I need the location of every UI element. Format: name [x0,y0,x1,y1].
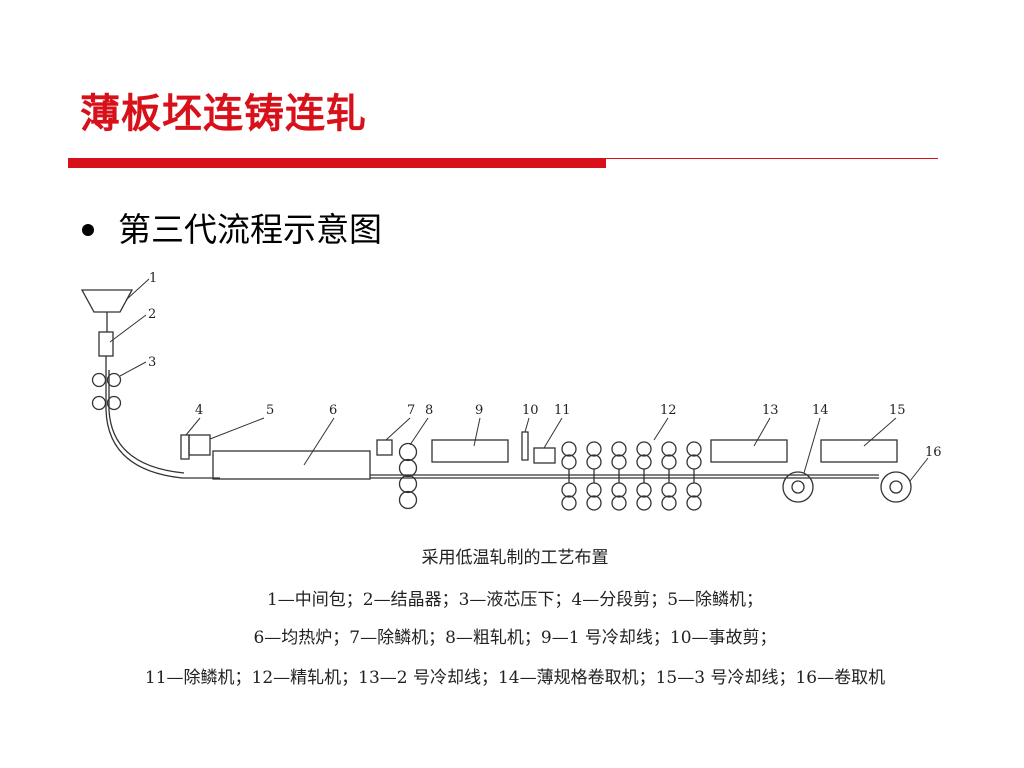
legend-line-3: 11—除鳞机；12—精轧机；13—2 号冷却线；14—薄规格卷取机；15—3 号… [144,668,886,688]
cooling-line-3-shape [820,439,898,463]
label-10: 10 [522,403,539,418]
strand-curve [105,368,220,479]
soft-reduction-roll [91,372,107,388]
descaler-3-shape [533,447,556,464]
finishing-mill-group [561,441,702,511]
process-flow-diagram: 1 2 3 4 5 6 7 8 9 10 11 12 13 14 15 16 [80,271,942,511]
label-2: 2 [148,307,156,322]
bullet-dot-icon [82,224,94,236]
diagram-caption-title: 采用低温轧制的工艺布置 [421,548,609,568]
roughing-mill-roll [398,442,418,462]
label-4: 4 [195,403,203,418]
label-9: 9 [475,403,483,418]
bullet-text: 第三代流程示意图 [118,210,382,249]
cooling-line-2-shape [710,439,788,463]
coiler-outer [880,471,912,503]
slide-title: 薄板坯连铸连轧 [80,91,367,137]
label-5: 5 [266,403,274,418]
thin-coiler-inner [791,480,805,494]
emergency-shear-shape [521,431,529,461]
soft-reduction-roll [91,395,107,411]
label-8: 8 [425,403,433,418]
legend-line-2: 6—均热炉；7—除鳞机；8—粗轧机；9—1 号冷却线；10—事故剪； [253,628,777,648]
soft-reduction-roll [106,395,122,411]
label-7: 7 [407,403,415,418]
title-underline-thin [606,158,938,159]
tundish-shape [80,289,134,313]
legend-line-1: 1—中间包；2—结晶器；3—液芯压下；4—分段剪；5—除鳞机； [266,590,764,610]
segment-shear-shape [180,434,190,460]
thin-coiler-outer [782,471,814,503]
coiler-inner [889,480,903,494]
label-13: 13 [762,403,779,418]
mould-shape [98,331,114,357]
soft-reduction-roll [106,372,122,388]
strand-curve-inner [108,370,185,474]
label-12: 12 [660,403,677,418]
soaking-furnace-shape [212,450,371,480]
label-16: 16 [925,445,942,460]
descaler-2-shape [376,439,393,456]
label-3: 3 [148,355,156,370]
roughing-mill-roll [398,474,418,494]
label-6: 6 [329,403,337,418]
title-underline-thick [68,158,606,168]
label-14: 14 [812,403,829,418]
label-15: 15 [889,403,906,418]
label-1: 1 [149,271,157,286]
leader-lines [109,278,929,482]
descaler-1-shape [188,434,211,456]
roughing-mill-roll [398,458,418,478]
cooling-line-1-shape [431,439,509,463]
bullet-item: 第三代流程示意图 [82,206,382,254]
roughing-mill-roll [398,490,418,510]
label-11: 11 [554,403,571,418]
